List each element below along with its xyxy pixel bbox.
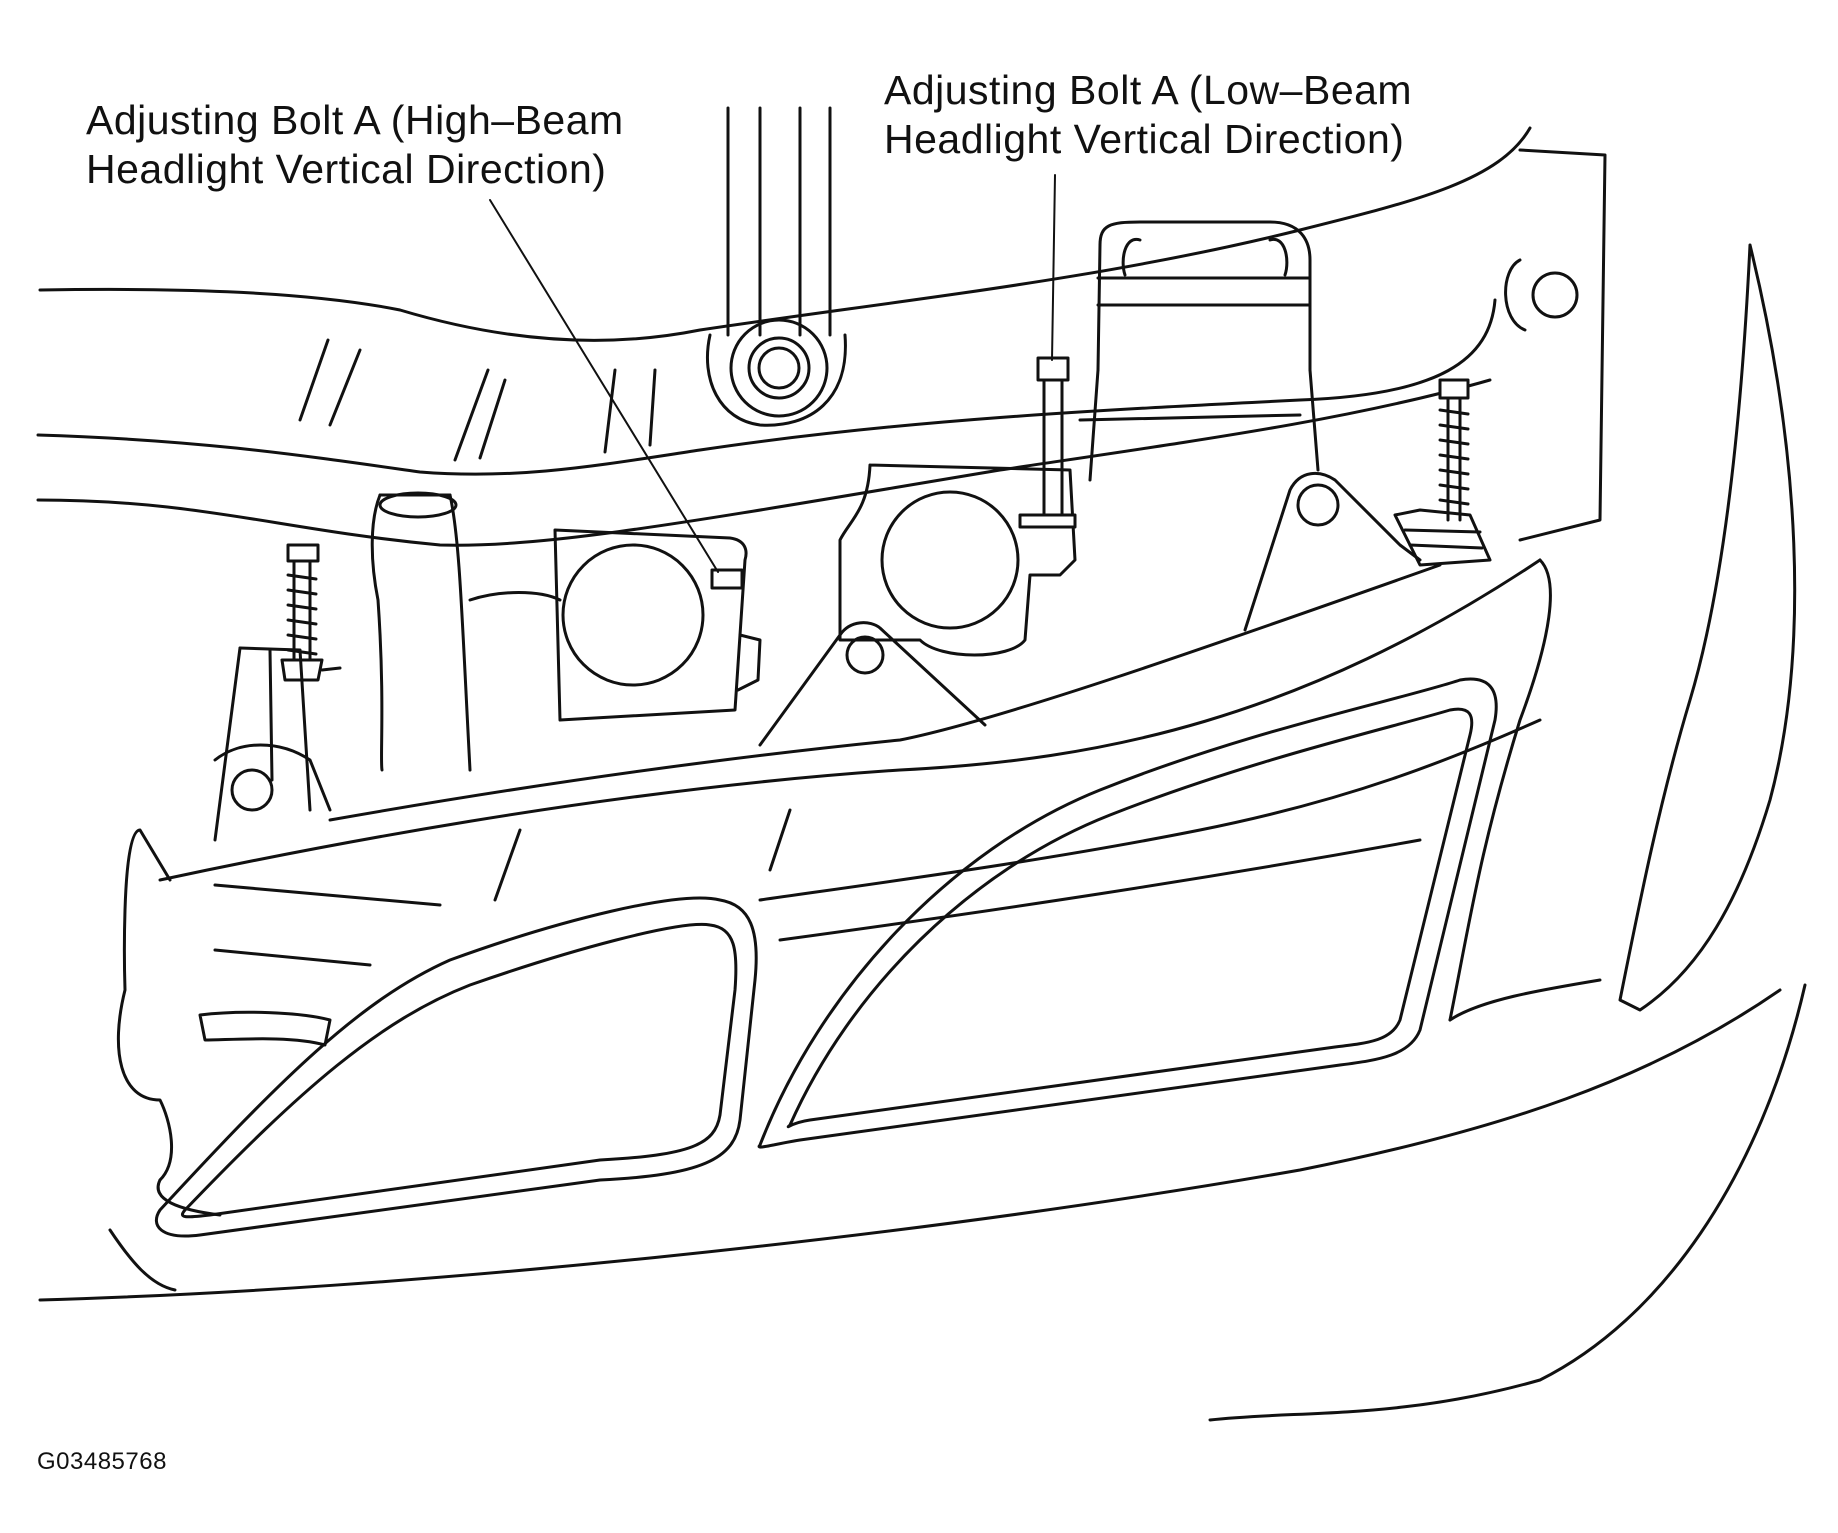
upper-body-panel — [36, 126, 1532, 547]
low-beam-adjusting-bolt — [1018, 356, 1077, 529]
lower-bumper-contour — [38, 988, 1782, 1302]
upper-right-bracket — [1088, 148, 1607, 542]
figure-id: G03485768 — [37, 1448, 167, 1475]
left-lens-opening — [154, 896, 758, 1238]
high-beam-housing — [553, 528, 762, 722]
right-lens-opening — [757, 677, 1498, 1149]
low-beam-callout-line2: Headlight Vertical Direction) — [884, 116, 1405, 162]
headlight-frame — [116, 558, 1602, 1217]
low-beam-callout: Adjusting Bolt A (Low–Beam Headlight Ver… — [884, 66, 1412, 164]
high-beam-leader-line — [489, 199, 719, 573]
center-mounting-tab — [758, 621, 987, 747]
high-beam-callout: Adjusting Bolt A (High–Beam Headlight Ve… — [86, 96, 624, 194]
left-support-bracket — [370, 491, 562, 772]
low-beam-leader-line — [1051, 174, 1056, 361]
high-beam-callout-line2: Headlight Vertical Direction) — [86, 146, 607, 192]
right-mounting-tab — [1243, 471, 1422, 632]
leader-lines — [489, 174, 1056, 573]
fender-outline — [1208, 243, 1807, 1422]
left-adjusting-screw — [280, 543, 342, 682]
left-mounting-tab — [213, 646, 332, 842]
low-beam-callout-line1: Adjusting Bolt A (Low–Beam — [884, 67, 1413, 113]
low-beam-housing — [838, 463, 1077, 657]
center-strut — [705, 106, 847, 427]
right-adjusting-screw — [1393, 378, 1492, 567]
high-beam-callout-line1: Adjusting Bolt A (High–Beam — [86, 97, 624, 143]
